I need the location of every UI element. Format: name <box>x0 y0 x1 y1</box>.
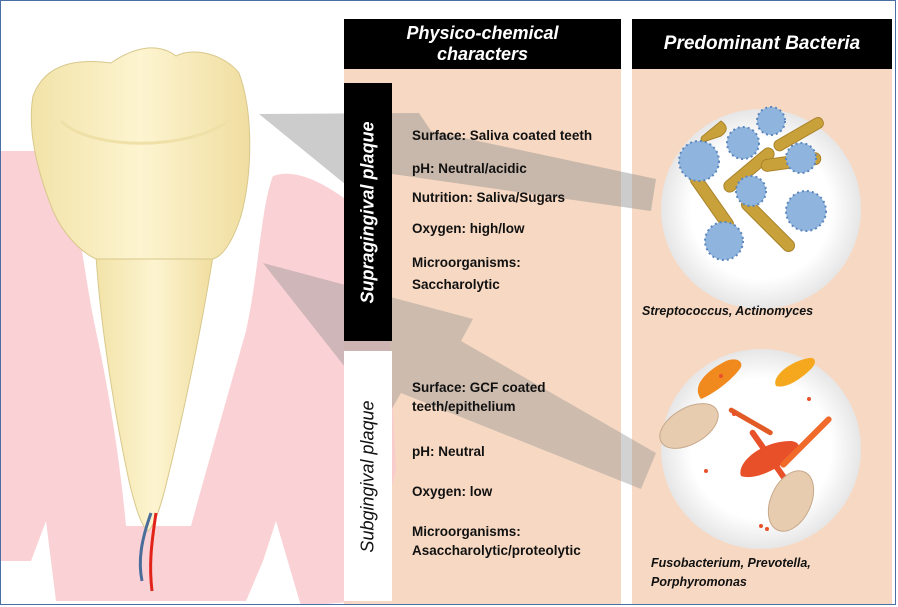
supra-nutrition: Nutrition: Saliva/Sugars <box>412 188 565 207</box>
sub-surface-line1: Surface: GCF coated <box>412 378 546 397</box>
bacteria-header-text: Predominant Bacteria <box>664 33 860 55</box>
bacteria-header: Predominant Bacteria <box>632 19 892 69</box>
supragingival-label: Supragingival plaque <box>358 121 379 303</box>
sub-surface: Surface: GCF coated teeth/epithelium <box>412 378 546 416</box>
sub-bacteria-caption: Fusobacterium, Prevotella, Porphyromonas <box>651 554 811 592</box>
sub-bacteria-circle <box>652 349 861 549</box>
subgingival-label: Subgingival plaque <box>358 400 379 552</box>
sub-microorganisms-line1: Microorganisms: <box>412 522 581 541</box>
physico-header: Physico-chemical characters <box>344 19 621 69</box>
sub-microorganisms-line2: Asaccharolytic/proteolytic <box>412 541 581 560</box>
physico-header-text: Physico-chemical characters <box>393 23 573 65</box>
sub-bacteria-caption-line1: Fusobacterium, Prevotella, <box>651 554 811 573</box>
supra-microorganisms: Microorganisms: Saccharolytic <box>412 253 521 294</box>
supra-surface: Surface: Saliva coated teeth <box>412 126 592 145</box>
sub-ph: pH: Neutral <box>412 442 485 461</box>
supra-ph: pH: Neutral/acidic <box>412 159 527 178</box>
supra-microorganisms-line2: Saccharolytic <box>412 275 521 294</box>
supra-bacteria-caption: Streptococcus, Actinomyces <box>642 302 813 321</box>
sub-bacteria-caption-line2: Porphyromonas <box>651 573 811 592</box>
sub-surface-line2: teeth/epithelium <box>412 397 546 416</box>
subgingival-label-box: Subgingival plaque <box>344 351 392 601</box>
sub-microorganisms: Microorganisms: Asaccharolytic/proteolyt… <box>412 522 581 560</box>
sub-oxygen: Oxygen: low <box>412 482 492 501</box>
supra-oxygen: Oxygen: high/low <box>412 219 525 238</box>
supragingival-label-box: Supragingival plaque <box>344 83 392 341</box>
supra-bacteria-circle <box>661 107 861 309</box>
supra-microorganisms-line1: Microorganisms: <box>412 253 521 272</box>
tooth-crown <box>31 48 250 259</box>
